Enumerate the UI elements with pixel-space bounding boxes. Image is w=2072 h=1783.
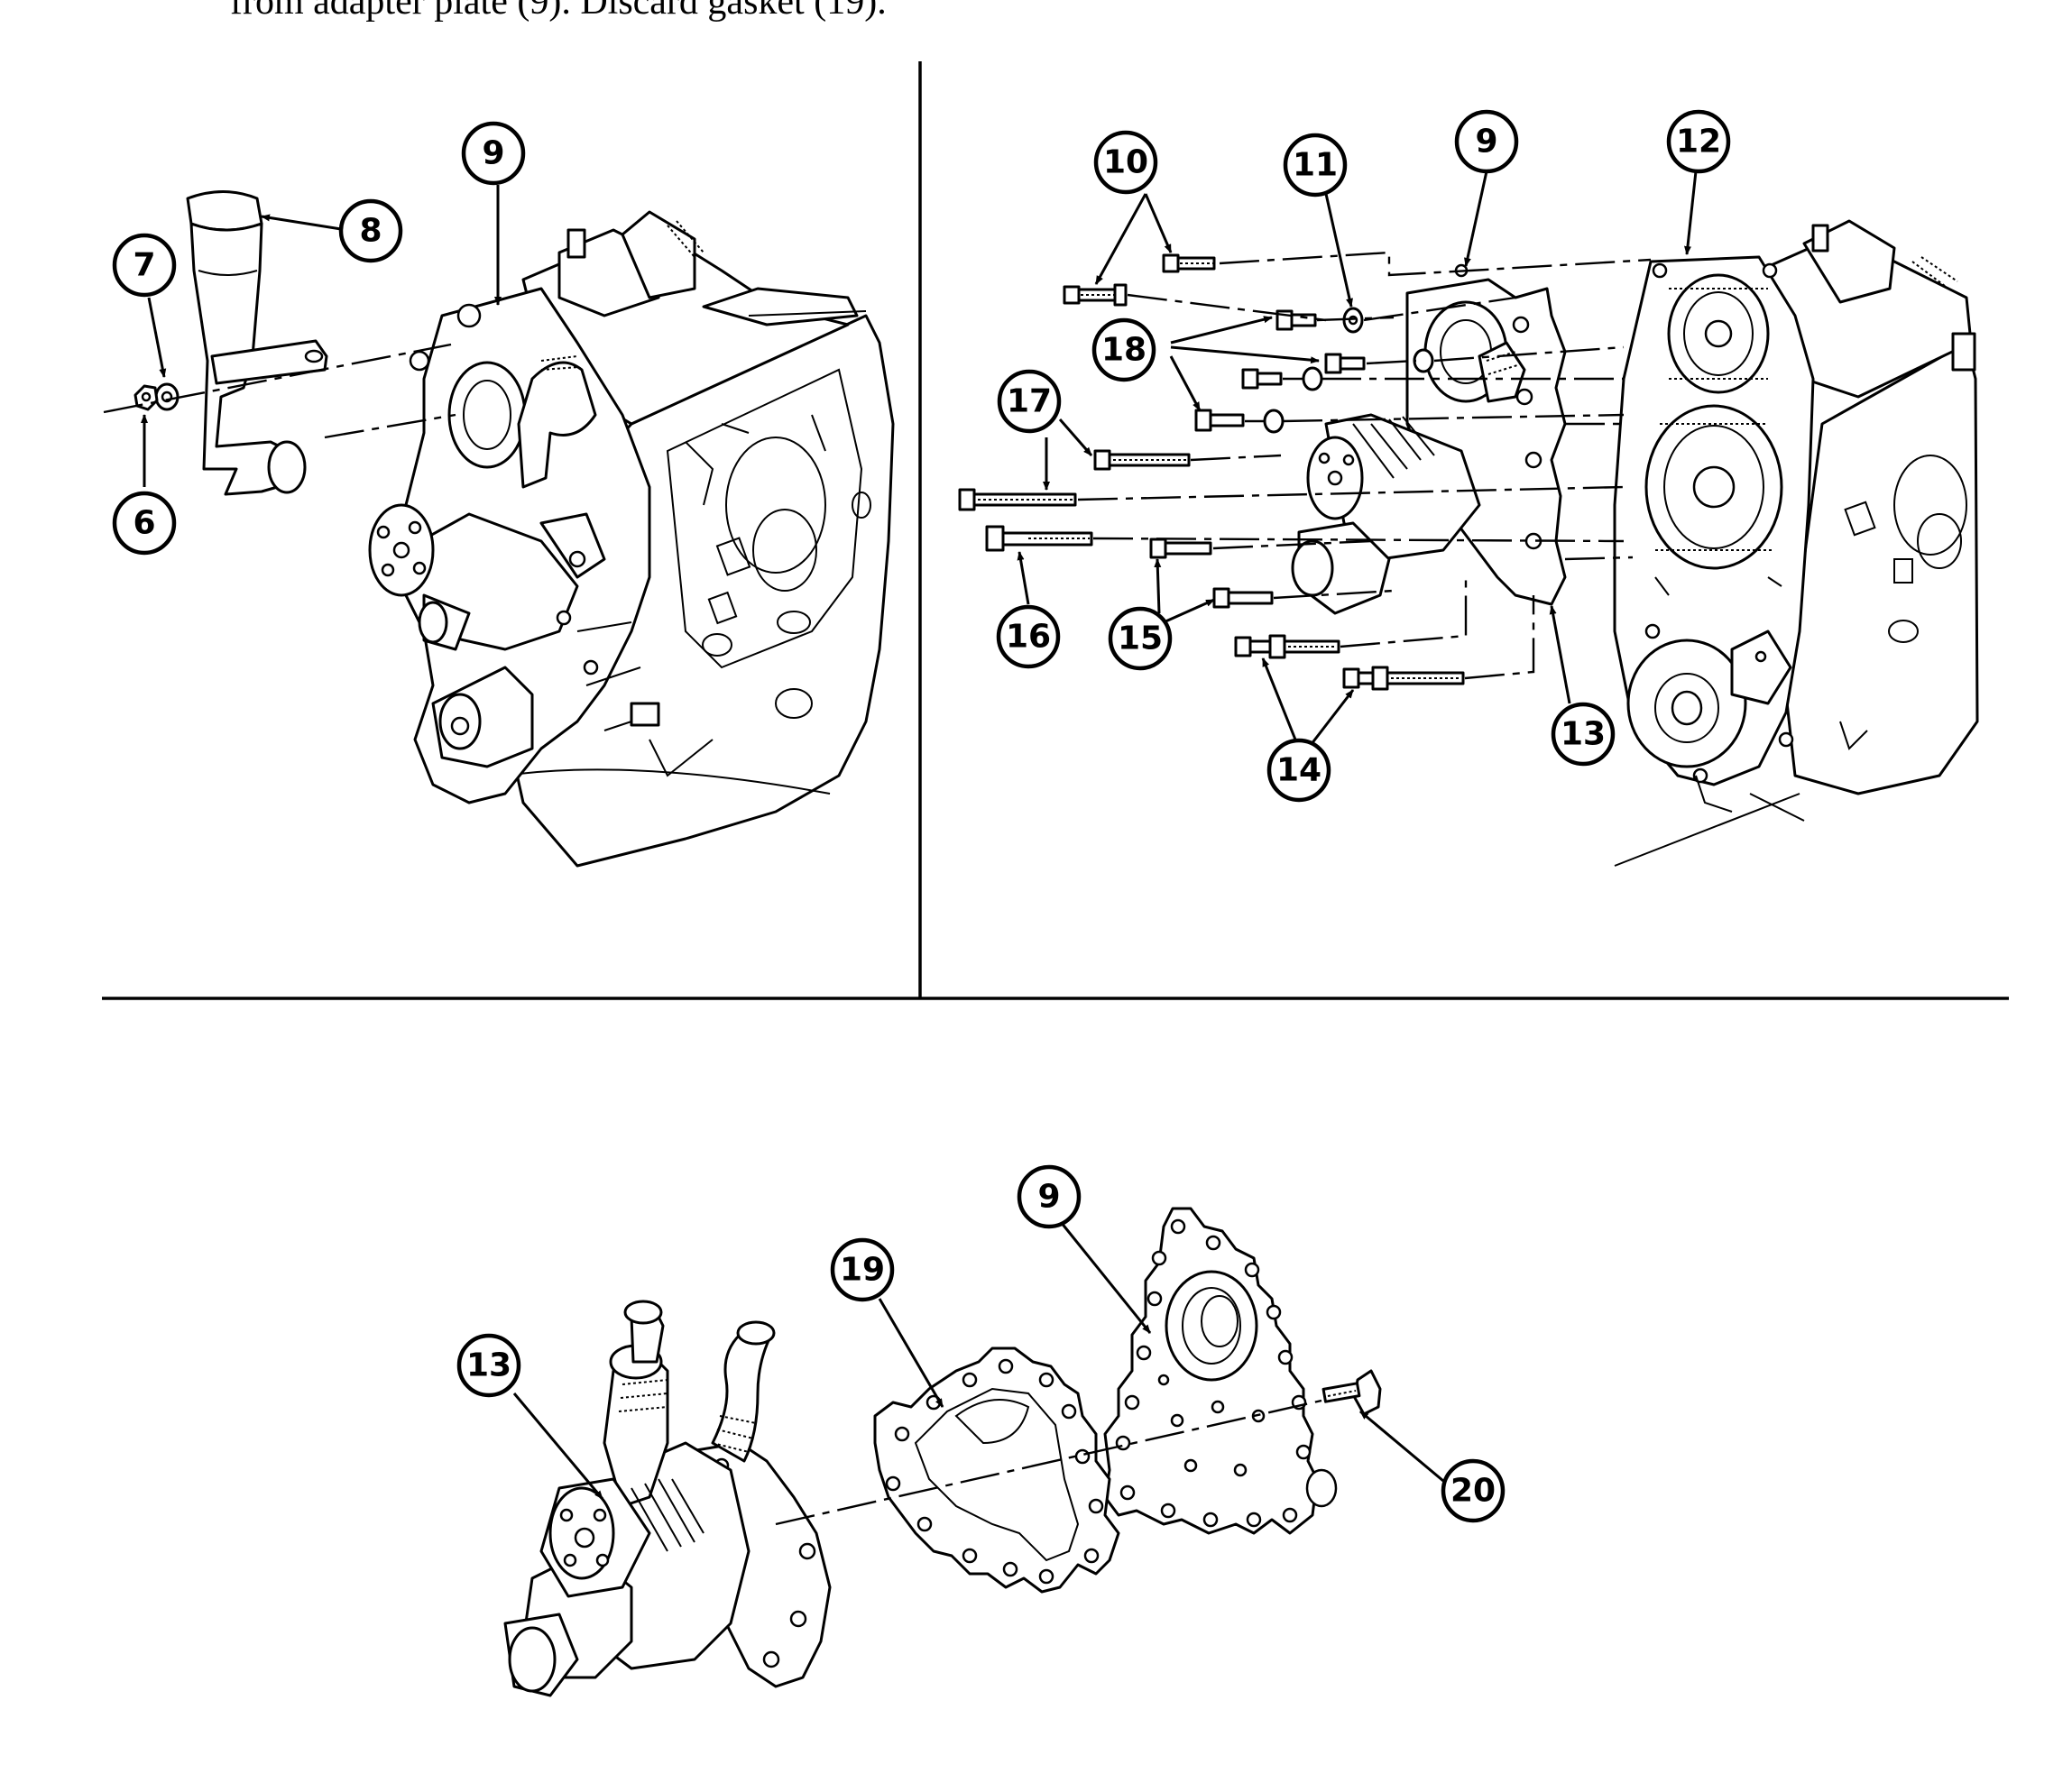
water-pump [503,1300,832,1697]
svg-text:9: 9 [1037,1179,1060,1216]
callout-6: 6 [112,491,177,556]
intro-text: from adapter plate (9). Discard gasket (… [230,0,887,23]
callout-13-bottom: 13 [456,1333,521,1398]
svg-text:6: 6 [133,505,155,542]
svg-text:18: 18 [1101,332,1147,369]
panel-bottom [503,1207,1444,1697]
callout-8: 8 [338,198,403,263]
svg-text:15: 15 [1118,620,1163,657]
svg-text:19: 19 [840,1252,885,1289]
adapter-plate [1103,1207,1338,1535]
svg-text:10: 10 [1103,144,1148,181]
callout-15: 15 [1108,606,1173,671]
callout-16: 16 [996,604,1061,669]
svg-text:12: 12 [1676,124,1721,161]
callout-9-bottom: 9 [1017,1164,1082,1229]
panel-top-left [103,185,895,868]
gasket [873,1346,1120,1594]
callout-7: 7 [112,233,177,298]
callout-19: 19 [830,1237,895,1302]
callout-17: 17 [997,369,1062,434]
callout-9-top-right: 9 [1454,109,1519,174]
top-assembly-left [521,210,867,426]
svg-text:9: 9 [1475,124,1497,161]
callout-14: 14 [1266,738,1331,803]
callout-9-top-left: 9 [461,121,526,186]
svg-text:8: 8 [359,213,382,250]
engine-block-left [503,314,895,868]
svg-text:16: 16 [1006,619,1051,656]
timing-cover-right [1613,255,1815,867]
svg-text:9: 9 [482,135,504,172]
callout-13-top-right: 13 [1551,702,1616,767]
svg-text:13: 13 [466,1347,511,1384]
svg-text:14: 14 [1276,752,1321,789]
callout-10: 10 [1093,130,1158,195]
callout-11: 11 [1283,133,1348,198]
callout-20: 20 [1441,1458,1506,1523]
svg-text:13: 13 [1561,716,1606,753]
engine-block-right [1784,341,1979,795]
callout-18: 18 [1091,317,1156,382]
svg-text:7: 7 [133,247,155,284]
timing-cover-left [368,287,660,804]
top-assembly-right [1757,219,1976,399]
panel-top-right [958,170,1979,867]
bolt-20 [1321,1369,1382,1416]
water-pump-assembly-right [1291,263,1567,615]
callout-12: 12 [1666,109,1731,174]
svg-text:20: 20 [1450,1473,1496,1510]
washer-and-nut [134,382,180,411]
svg-text:17: 17 [1007,383,1052,420]
svg-text:11: 11 [1293,147,1338,184]
water-outlet-elbow [186,190,328,496]
